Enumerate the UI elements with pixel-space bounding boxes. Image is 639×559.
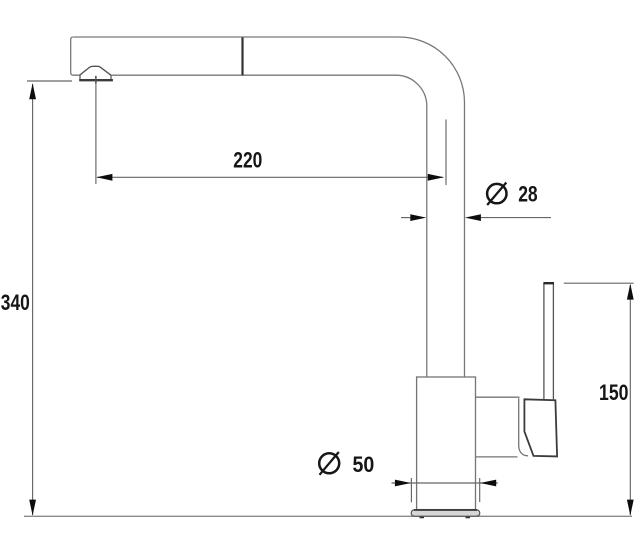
svg-text:220: 220 — [233, 148, 262, 173]
svg-text:28: 28 — [518, 182, 538, 207]
svg-text:340: 340 — [1, 290, 30, 315]
svg-text:150: 150 — [599, 380, 629, 405]
svg-text:50: 50 — [353, 452, 375, 477]
